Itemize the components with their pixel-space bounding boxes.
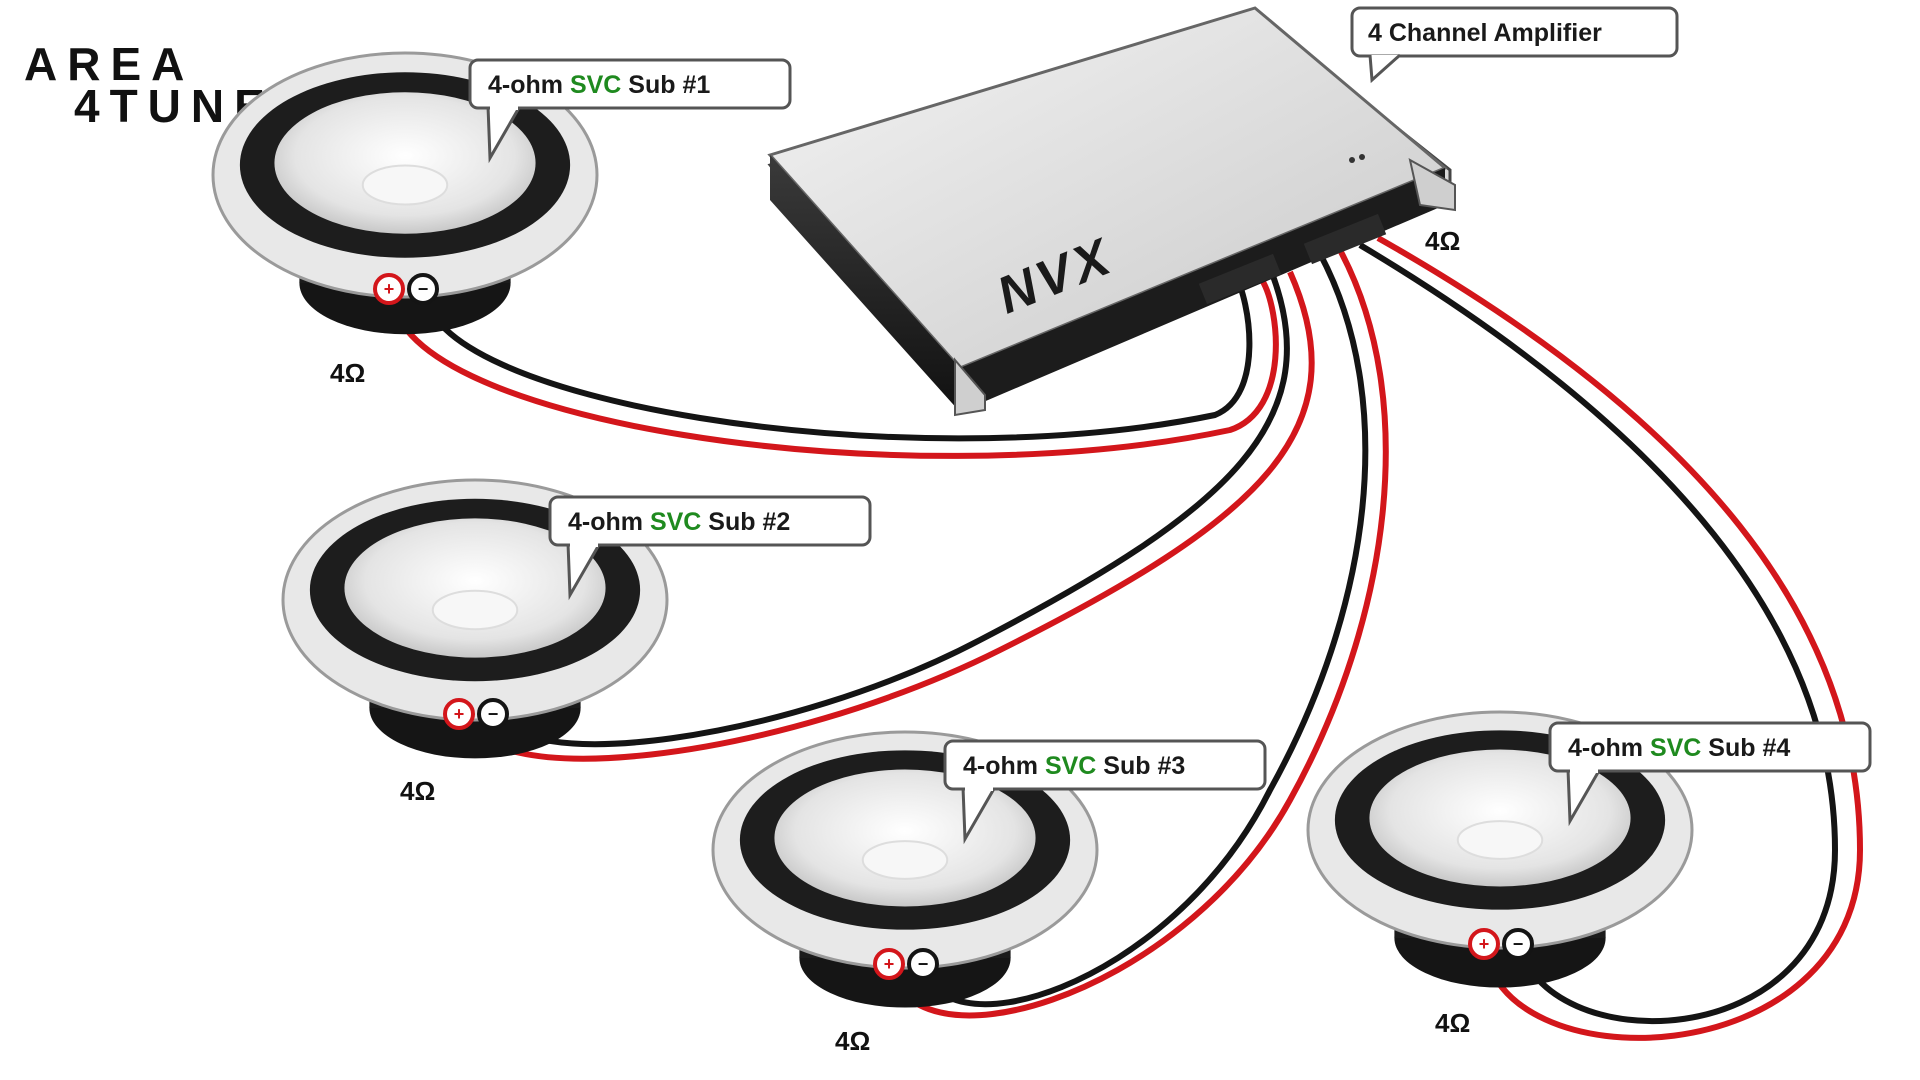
amplifier-led-1 — [1349, 157, 1355, 163]
sub3-terminal-positive-label: + — [884, 954, 895, 974]
subwoofer-3: + − 4Ω 4-ohm SVC Sub #3 — [711, 730, 1267, 1056]
sub3-terminal-positive — [873, 948, 905, 980]
sub3-callout-label: 4-ohm SVC Sub #3 — [963, 752, 1185, 780]
wiring — [389, 235, 1864, 1041]
sub4-cone — [1369, 749, 1631, 887]
sub2-callout-pointer — [566, 542, 602, 601]
subwoofers: + − 4Ω 4-ohm SVC Sub #1 + − 4Ω 4-ohm SVC Sub #2… — [211, 51, 1872, 1056]
sub1-dust-cap — [361, 164, 449, 206]
sub2-callout-box — [548, 495, 872, 547]
sub2-callout-type: SVC — [650, 508, 701, 536]
amplifier-led-2 — [1359, 154, 1365, 160]
subwoofer-4: + − 4Ω 4-ohm SVC Sub #4 — [1306, 710, 1872, 1038]
wire-sub1-negative — [422, 273, 1253, 442]
sub3-terminal-negative-label: − — [918, 954, 929, 974]
sub4-dust-cap — [1456, 820, 1544, 860]
sub1-callout-box — [468, 58, 792, 110]
sub1-terminal-negative-label: − — [418, 279, 429, 299]
sub3-callout-prefix: 4-ohm — [963, 752, 1045, 780]
sub4-terminal-negative-label: − — [1513, 934, 1524, 954]
sub4-callout-suffix: Sub #4 — [1701, 734, 1790, 762]
wire-sub4-positive — [1376, 235, 1864, 1041]
amplifier-callout-pointer — [1368, 53, 1401, 84]
sub4-callout-prefix: 4-ohm — [1568, 734, 1650, 762]
sub4-callout-type: SVC — [1650, 734, 1701, 762]
sub2-terminal-negative — [477, 698, 509, 730]
sub4-callout-gap — [1570, 765, 1598, 773]
wire-sub4-negative — [1358, 242, 1839, 1025]
amplifier-terminal-block-left — [1198, 253, 1282, 305]
sub4-terminal-positive-label: + — [1479, 934, 1490, 954]
sub1-callout-suffix: Sub #1 — [621, 71, 710, 99]
amplifier-callout-box — [1350, 6, 1679, 58]
sub1-cone — [274, 92, 536, 234]
sub3-callout-pointer — [961, 786, 997, 845]
sub1-callout-type: SVC — [570, 71, 621, 99]
sub4-callout-pointer — [1566, 768, 1602, 827]
sub1-terminal-positive-label: + — [384, 279, 395, 299]
logo-line-1: AREA — [24, 38, 194, 90]
sub3-dust-cap — [861, 840, 949, 880]
sub1-terminal-positive — [373, 273, 405, 305]
sub2-callout-suffix: Sub #2 — [701, 508, 790, 536]
sub1-callout-prefix: 4-ohm — [488, 71, 570, 99]
subwoofer-1: + − 4Ω 4-ohm SVC Sub #1 — [211, 51, 792, 388]
sub3-callout-type: SVC — [1045, 752, 1096, 780]
amplifier-callout: 4 Channel Amplifier — [1350, 6, 1679, 84]
sub4-callout-label: 4-ohm SVC Sub #4 — [1568, 734, 1790, 762]
sub2-callout-label: 4-ohm SVC Sub #2 — [568, 508, 790, 536]
sub2-terminal-negative-label: − — [488, 704, 499, 724]
sub2-impedance: 4Ω — [400, 776, 435, 806]
sub4-terminal-negative — [1502, 928, 1534, 960]
wire-sub3-negative — [919, 248, 1369, 1008]
sub4-terminal-positive — [1468, 928, 1500, 960]
wire-sub3-positive — [885, 248, 1389, 1019]
sub3-callout-gap — [965, 783, 993, 791]
sub1-callout-pointer — [486, 105, 522, 164]
amplifier-side — [770, 155, 960, 412]
sub3-callout-box — [943, 739, 1267, 791]
sub4-callout-box — [1548, 721, 1872, 773]
sub1-terminal-negative — [407, 273, 439, 305]
amplifier: NVX 4Ω — [767, 6, 1460, 417]
amplifier-fin-left — [954, 357, 986, 417]
amplifier-impedance: 4Ω — [1425, 226, 1460, 256]
sub3-impedance: 4Ω — [835, 1026, 870, 1056]
amplifier-fin-right — [1408, 158, 1456, 212]
wire-sub1-positive — [389, 278, 1279, 459]
wire-sub2-positive — [457, 270, 1315, 762]
sub3-terminal-negative — [907, 948, 939, 980]
sub2-terminal-positive — [443, 698, 475, 730]
sub2-cone — [344, 518, 606, 658]
sub3-callout-suffix: Sub #3 — [1096, 752, 1185, 780]
subwoofer-2: + − 4Ω 4-ohm SVC Sub #2 — [281, 478, 872, 806]
sub4-impedance: 4Ω — [1435, 1008, 1470, 1038]
sub2-terminal-positive-label: + — [454, 704, 465, 724]
wire-sub2-negative — [491, 266, 1290, 748]
sub2-dust-cap — [431, 589, 519, 631]
sub2-callout-gap — [570, 539, 598, 547]
sub1-callout-gap — [490, 102, 518, 110]
sub1-callout-label: 4-ohm SVC Sub #1 — [488, 71, 710, 99]
sub2-callout-prefix: 4-ohm — [568, 508, 650, 536]
amplifier-terminal-block-right — [1303, 213, 1387, 265]
amplifier-callout-label: 4 Channel Amplifier — [1368, 19, 1602, 47]
sub1-impedance: 4Ω — [330, 358, 365, 388]
